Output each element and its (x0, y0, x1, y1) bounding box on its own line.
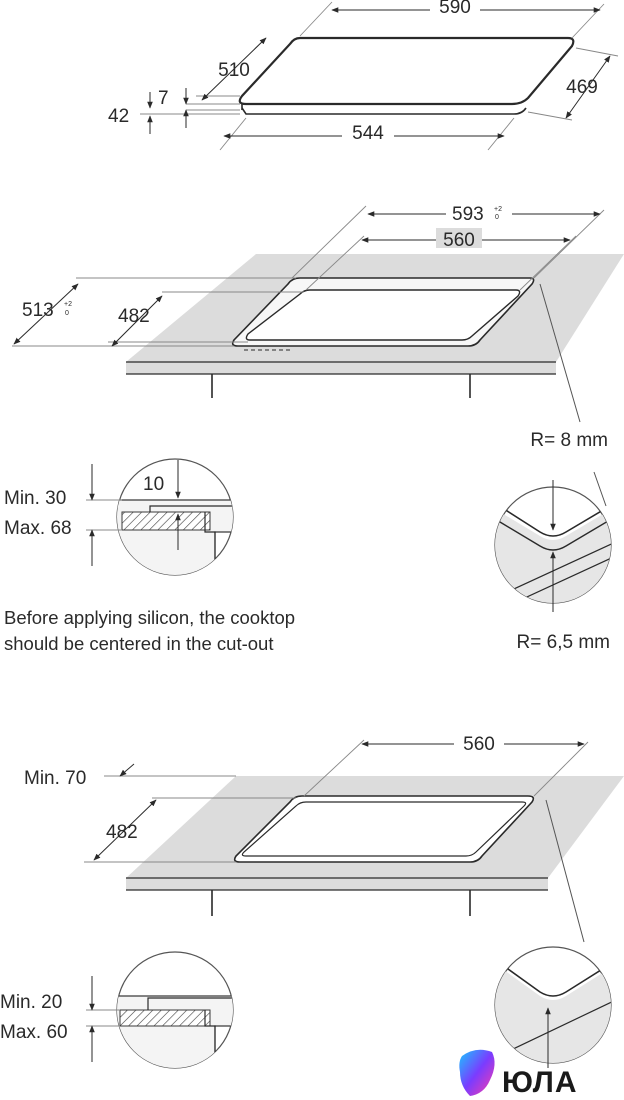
tol-depth-upper: +2 (64, 301, 72, 308)
hob-top-view: 590 510 469 544 7 42 (108, 0, 619, 151)
hob-glass (238, 36, 575, 106)
corner-radius-outer: R= 8 mm (530, 430, 608, 451)
watermark-logo: ЮЛА (459, 1049, 578, 1099)
tol-width-upper: +2 (494, 206, 502, 213)
detail-corner-radius-2 (494, 946, 612, 1068)
dim-cutout-outer-width: 593 (452, 204, 484, 225)
detail-worktop-section-2: Min. 20 Max. 60 (0, 951, 234, 1069)
dim-hob-depth: 510 (218, 60, 250, 81)
dim-total-height: 42 (108, 106, 129, 127)
flush-cutout-view: 560 Min. 70 482 (24, 732, 624, 943)
dim-glass-thickness: 7 (158, 88, 169, 109)
corner-radius-inner: R= 6,5 mm (517, 632, 610, 653)
cutout-view: 593 +2 0 560 513 +2 0 482 R= 8 mm (12, 200, 624, 451)
detail1-min: Min. 30 (4, 488, 66, 509)
note-line-1: Before applying silicon, the cooktop (4, 607, 295, 628)
dim-hob-side: 469 (566, 77, 598, 98)
dim-cutout-outer-depth: 513 (22, 300, 54, 321)
detail-worktop-section-1: 10 Min. 30 Max. 68 (4, 458, 234, 576)
detail-corner-radius-1: R= 6,5 mm (494, 471, 612, 653)
cutout-inner (245, 289, 521, 341)
dim-cutout-inner-width: 560 (443, 230, 475, 251)
flush-cutout (233, 795, 535, 863)
tol-width-lower: 0 (495, 214, 499, 221)
detail1-max: Max. 68 (4, 518, 72, 539)
hob-body (241, 107, 527, 115)
flush-min-distance: Min. 70 (24, 768, 86, 789)
logo-text: ЮЛА (502, 1066, 578, 1099)
dim-flush-depth: 482 (106, 822, 138, 843)
note-line-2: should be centered in the cut-out (4, 633, 273, 654)
logo-mark-icon (459, 1049, 495, 1096)
detail2-max: Max. 60 (0, 1022, 68, 1043)
tol-depth-lower: 0 (65, 310, 69, 317)
instruction-note: Before applying silicon, the cooktop sho… (4, 607, 295, 654)
dim-hob-front: 544 (352, 123, 384, 144)
dim-flush-width: 560 (463, 734, 495, 755)
dim-hob-width: 590 (439, 0, 471, 18)
detail1-rebate: 10 (143, 474, 164, 495)
detail2-min: Min. 20 (0, 992, 62, 1013)
dim-cutout-inner-depth: 482 (118, 306, 150, 327)
